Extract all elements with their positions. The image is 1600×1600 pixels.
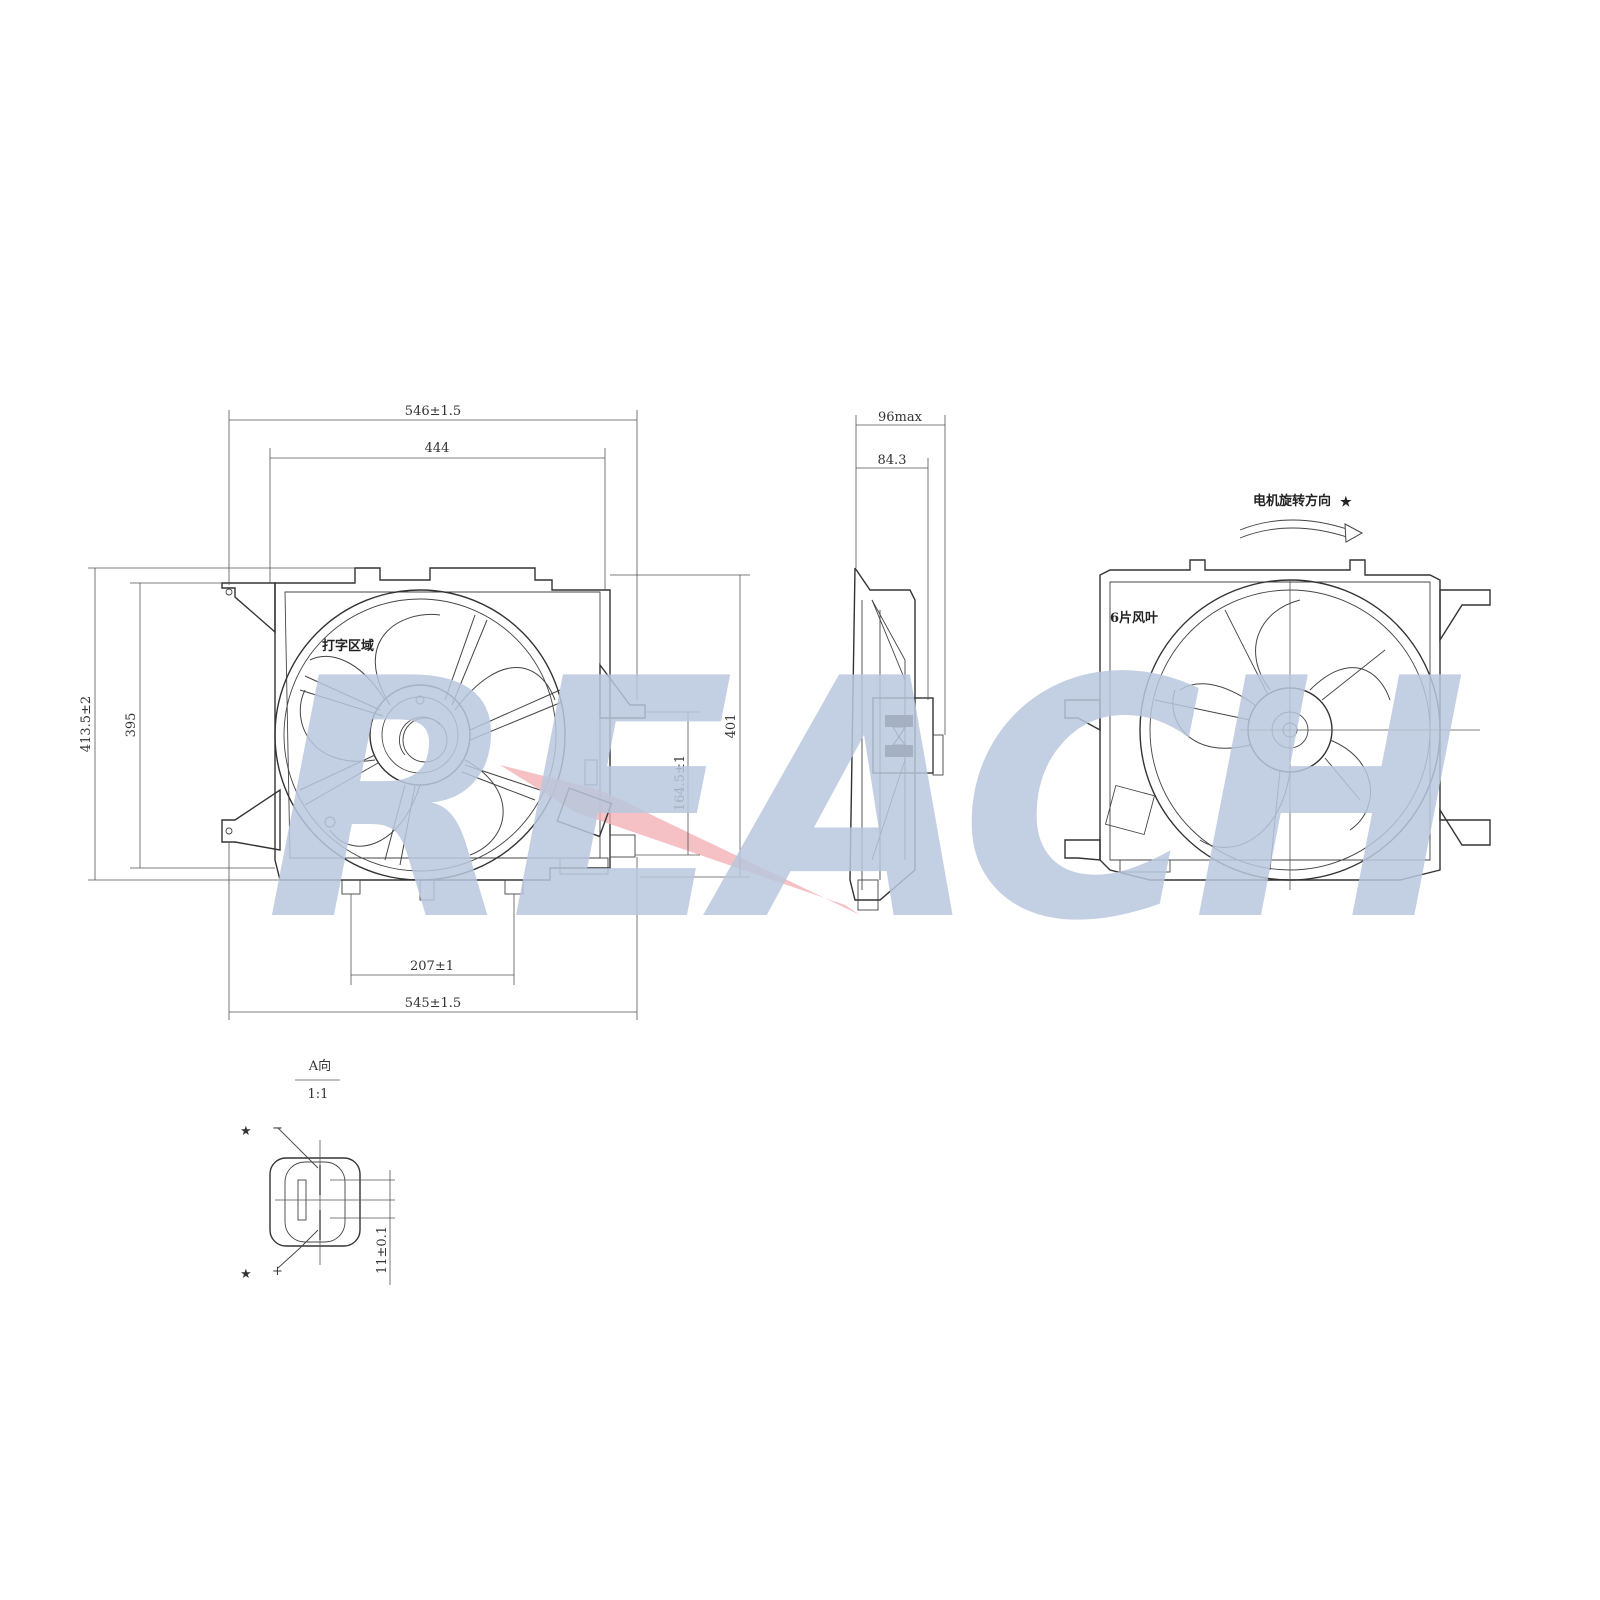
dim-height-overall: 413.5±2 [79, 696, 94, 752]
front-view: 打字区域 [221, 567, 860, 915]
side-dimensions: 96max 84.3 [855, 410, 946, 735]
connector-view: A向 1:1 ★ ★ − + 11±0.1 [240, 1058, 395, 1285]
connector-view-label: A向 [308, 1058, 331, 1074]
rear-struts [1154, 609, 1386, 871]
rotation-star-mark: ★ [1340, 495, 1352, 510]
highlight-wedge [500, 765, 860, 915]
rear-view: 6片风叶 电机旋转方向 ★ [1064, 493, 1491, 890]
minus-pin-label: − [272, 1121, 283, 1136]
dim-width-top: 546±1.5 [405, 404, 461, 419]
rotation-indicator: 电机旋转方向 ★ [1239, 493, 1364, 543]
dim-pin-spacing: 11±0.1 [375, 1226, 390, 1274]
left-lower-bracket [221, 788, 281, 851]
dim-offset-vertical: 164.5±1 [673, 755, 688, 811]
dim-width-bottom: 545±1.5 [405, 996, 461, 1011]
blade-label: 6片风叶 [1110, 610, 1158, 626]
rotation-label: 电机旋转方向 [1253, 493, 1331, 509]
dim-shroud-width: 444 [425, 441, 450, 456]
front-struts [299, 614, 563, 866]
rear-blades [1172, 599, 1391, 848]
plus-pin-label: + [272, 1264, 283, 1279]
dim-depth: 84.3 [878, 453, 907, 468]
front-blades [299, 613, 556, 856]
left-upper-bracket [221, 582, 276, 634]
front-shroud-inner [283, 598, 557, 872]
front-connector [556, 787, 613, 838]
dim-depth-max: 96max [878, 410, 923, 425]
right-bracket [599, 662, 646, 719]
minus-star-mark: ★ [240, 1124, 252, 1139]
watermark-text: REACH [265, 609, 1465, 993]
connector-housing [269, 1157, 361, 1247]
marking-area-label: 打字区域 [322, 638, 374, 654]
dim-height-inner: 395 [124, 713, 139, 738]
plus-star-mark: ★ [240, 1267, 252, 1282]
front-shroud-outer [274, 589, 566, 881]
dim-mount-spacing: 207±1 [410, 959, 454, 974]
front-dimensions: 546±1.5 444 413.5±2 395 401 164.5±1 207±… [79, 404, 750, 1020]
rear-frame [1099, 559, 1441, 881]
connector-scale: 1:1 [308, 1087, 329, 1102]
side-view [849, 567, 944, 911]
dim-height-right: 401 [724, 714, 739, 739]
